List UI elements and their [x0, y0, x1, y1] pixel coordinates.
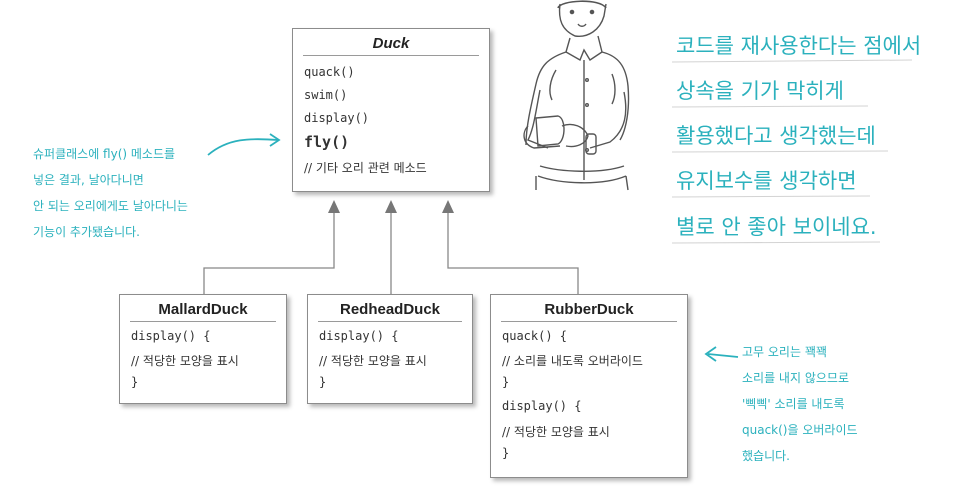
redhead-duck-title: RedheadDuck	[318, 299, 462, 322]
left-note-line: 슈퍼클래스에 fly() 메소드를	[33, 147, 176, 161]
right-note-arrow-icon	[704, 346, 739, 362]
inheritance-arrowhead	[328, 200, 340, 213]
mallard-comment: // 적당한 모양을 표시	[131, 354, 239, 368]
speech-line: 유지보수를 생각하면	[676, 169, 857, 193]
duck-method-swim: swim()	[304, 88, 348, 102]
speech-line: 코드를 재사용한다는 점에서	[676, 34, 922, 58]
speech-line: 별로 안 좋아 보이네요.	[676, 215, 877, 239]
rubber-line: quack() {	[502, 329, 568, 343]
left-note-line: 넣은 결과, 날아다니면	[33, 173, 144, 187]
left-note-arrow-icon	[207, 133, 281, 156]
inheritance-arrowhead	[442, 200, 454, 213]
rubber-duck-class-box: RubberDuck quack() { // 소리를 내도록 오버라이드 } …	[490, 294, 688, 478]
duck-class-box: Duck quack() swim() display() fly() // 기…	[292, 28, 490, 192]
duck-method-quack: quack()	[304, 65, 355, 79]
mallard-duck-class-box: MallardDuck display() { // 적당한 모양을 표시 }	[119, 294, 287, 404]
mallard-inheritance-line	[203, 212, 335, 295]
right-note-line: 소리를 내지 않으므로	[742, 371, 849, 385]
mallard-line: }	[131, 375, 139, 389]
rubber-line: display() {	[502, 399, 582, 413]
redhead-line: }	[319, 375, 327, 389]
man-holding-cup-illustration	[523, 0, 630, 191]
right-note-line: 했습니다.	[742, 449, 790, 463]
rubber-comment: // 적당한 모양을 표시	[502, 425, 610, 439]
right-note-line: '삑삑' 소리를 내도록	[742, 397, 845, 411]
left-note-line: 기능이 추가됐습니다.	[33, 225, 140, 239]
duck-class-title: Duck	[303, 33, 479, 56]
mallard-duck-title: MallardDuck	[130, 299, 276, 322]
duck-method-fly: fly()	[304, 133, 350, 151]
duck-comment: // 기타 오리 관련 메소드	[304, 161, 427, 175]
duck-method-display: display()	[304, 111, 370, 125]
rubber-line: }	[502, 375, 510, 389]
right-note-line: 고무 오리는 꽥꽥	[742, 345, 827, 359]
rubber-comment: // 소리를 내도록 오버라이드	[502, 354, 643, 368]
speech-line: 상속을 기가 막히게	[676, 79, 844, 103]
rubber-inheritance-line	[447, 212, 579, 295]
speech-line: 활용했다고 생각했는데	[676, 124, 876, 148]
mallard-line: display() {	[131, 329, 211, 343]
rubber-duck-title: RubberDuck	[501, 299, 677, 322]
right-note-line: quack()을 오버라이드	[742, 423, 858, 437]
left-note-line: 안 되는 오리에게도 날아다니는	[33, 199, 188, 213]
redhead-comment: // 적당한 모양을 표시	[319, 354, 427, 368]
redhead-line: display() {	[319, 329, 399, 343]
inheritance-arrowhead	[385, 200, 397, 213]
rubber-line: }	[502, 446, 510, 460]
redhead-duck-class-box: RedheadDuck display() { // 적당한 모양을 표시 }	[307, 294, 473, 404]
speech-underlines	[671, 59, 913, 244]
